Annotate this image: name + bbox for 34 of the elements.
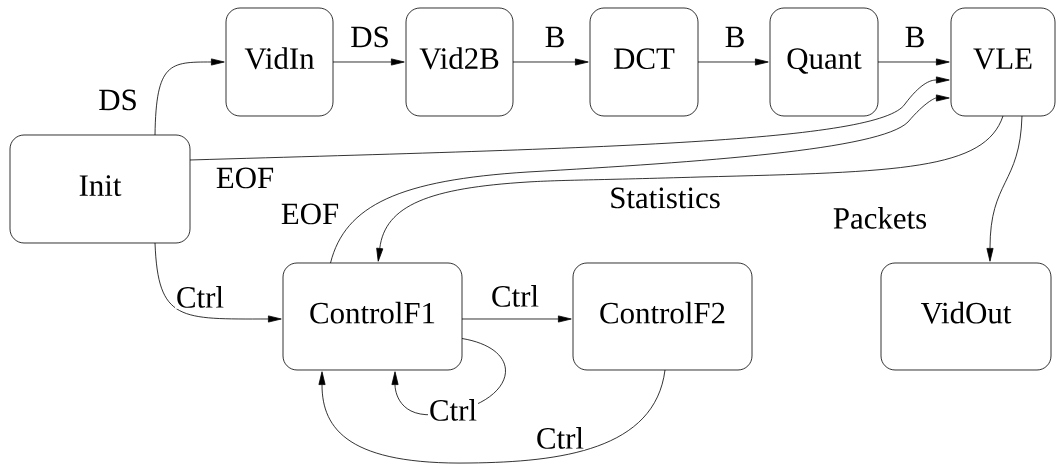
edge-label: B [723,25,747,49]
process-box: Init [9,134,191,244]
edge-label: Ctrl [490,284,541,308]
arrow [877,58,950,66]
edge-label: Ctrl [175,285,226,309]
arrow [332,58,405,66]
arrow [330,94,950,264]
arrow [461,315,572,323]
arrow [318,369,666,464]
arrow [376,115,1004,262]
edge-label: EOF [279,202,341,226]
edge-label: Statistics [608,186,722,210]
edge-label: Packets [831,206,929,230]
arrow [986,115,1023,262]
arrow [189,76,950,161]
process-box: VidIn [225,7,334,117]
arrow [512,58,589,66]
edge-label: DS [349,25,391,49]
process-box: VidOut [880,262,1052,371]
edge-label: DS [97,88,139,112]
edge-label: B [903,25,927,49]
edge-label: Ctrl [428,398,479,422]
process-box: ControlF2 [572,262,753,371]
process-box: ControlF1 [282,262,463,371]
edge-label: EOF [214,166,276,190]
edge-label: B [543,25,567,49]
arrow [154,58,225,136]
process-box: VLE [950,7,1056,117]
edge-label: Ctrl [535,426,586,450]
process-box: DCT [589,7,699,117]
process-box: Quant [769,7,879,117]
arrow [697,58,769,66]
process-box: Vid2B [405,7,514,117]
arrow [154,242,282,323]
